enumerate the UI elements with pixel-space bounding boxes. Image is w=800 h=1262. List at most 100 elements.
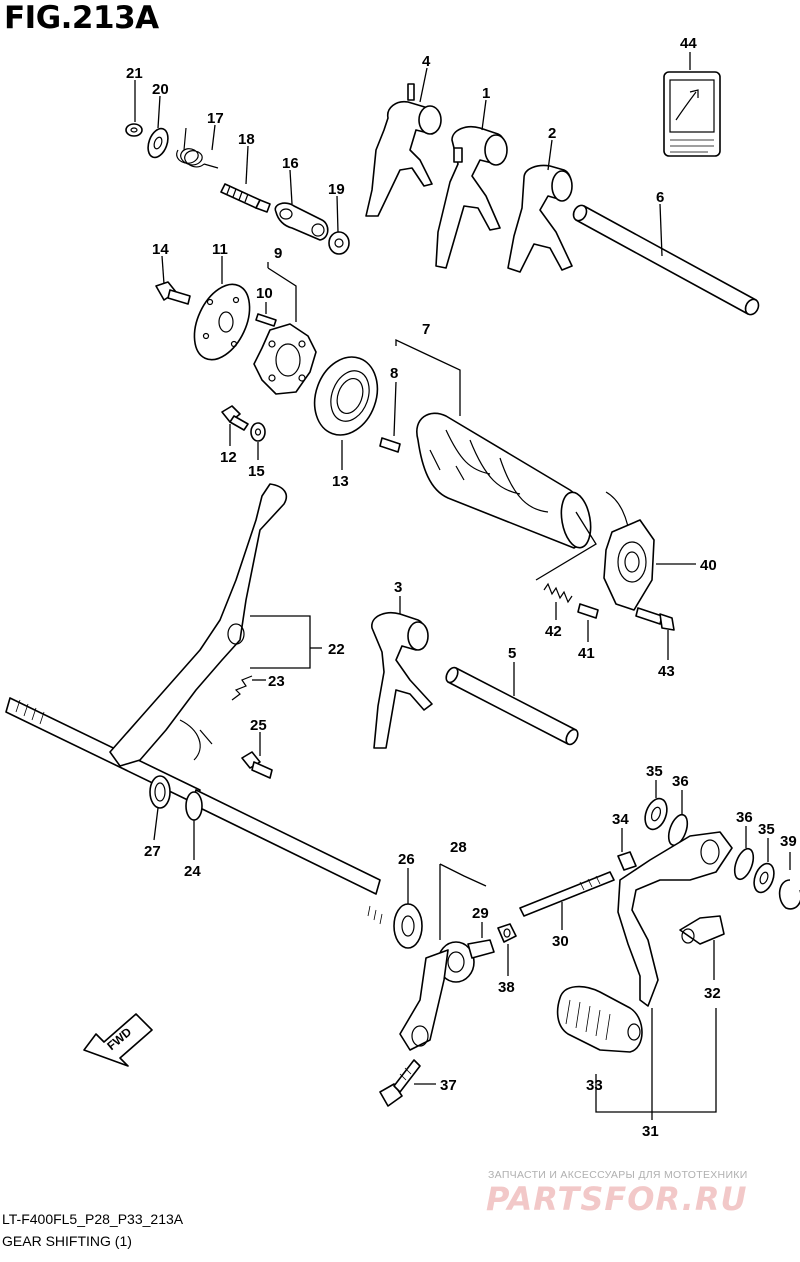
part-30-rod bbox=[519, 871, 615, 917]
callout-36a: 36 bbox=[672, 773, 689, 790]
part-25-bolt bbox=[241, 751, 273, 779]
part-1-shift-fork bbox=[435, 125, 508, 269]
figure-title: FIG.213A bbox=[4, 0, 159, 36]
callout-labels: 21 20 17 18 16 19 4 1 2 6 44 14 11 9 10 … bbox=[126, 35, 797, 1140]
callout-10: 10 bbox=[256, 285, 273, 302]
callout-23: 23 bbox=[268, 673, 285, 690]
part-38-nut bbox=[497, 923, 517, 943]
part-13-bearing bbox=[313, 356, 379, 436]
part-27-spring bbox=[149, 775, 171, 809]
part-29-ball-joint bbox=[467, 939, 495, 959]
part-35b-washer bbox=[753, 862, 775, 894]
callout-1: 1 bbox=[482, 85, 490, 102]
part-11-cam-plate bbox=[193, 283, 251, 361]
callout-16: 16 bbox=[282, 155, 299, 172]
part-18-bolt bbox=[220, 183, 271, 213]
part-9-cam bbox=[253, 323, 317, 395]
callout-13: 13 bbox=[332, 473, 349, 490]
callout-15: 15 bbox=[248, 463, 265, 480]
callout-29: 29 bbox=[472, 905, 489, 922]
part-7-shift-drum bbox=[416, 412, 592, 549]
part-36b-seal bbox=[733, 847, 755, 881]
part-20-washer bbox=[147, 127, 169, 159]
callout-9: 9 bbox=[274, 245, 282, 262]
callout-33: 33 bbox=[586, 1077, 603, 1094]
callout-38: 38 bbox=[498, 979, 515, 996]
part-32-bolt bbox=[679, 915, 725, 945]
callout-37: 37 bbox=[440, 1077, 457, 1094]
callout-24: 24 bbox=[184, 863, 201, 880]
callout-14: 14 bbox=[152, 241, 169, 258]
callout-17: 17 bbox=[207, 110, 224, 127]
part-31-gearshift-lever bbox=[617, 831, 733, 1007]
callout-39: 39 bbox=[780, 833, 797, 850]
callout-34: 34 bbox=[612, 811, 629, 828]
callout-7: 7 bbox=[422, 321, 430, 338]
callout-4: 4 bbox=[422, 53, 431, 70]
callout-25: 25 bbox=[250, 717, 267, 734]
leader-lines bbox=[134, 52, 791, 1120]
part-42-spring bbox=[543, 582, 573, 604]
callout-12: 12 bbox=[220, 449, 237, 466]
part-41-pin bbox=[577, 603, 599, 619]
part-21-nut bbox=[125, 123, 143, 137]
part-8-pin bbox=[379, 437, 401, 453]
callout-40: 40 bbox=[700, 557, 717, 574]
part-39-circlip bbox=[778, 879, 800, 910]
callout-41: 41 bbox=[578, 645, 595, 662]
part-19-washer bbox=[328, 231, 350, 255]
figure-description: GEAR SHIFTING (1) bbox=[2, 1233, 132, 1249]
callout-31: 31 bbox=[642, 1123, 659, 1140]
callout-43: 43 bbox=[658, 663, 675, 680]
callout-19: 19 bbox=[328, 181, 345, 198]
part-26-seal bbox=[367, 903, 423, 949]
part-44-label bbox=[663, 71, 721, 157]
callout-11: 11 bbox=[212, 241, 228, 258]
figure-code: LT-F400FL5_P28_P33_213A bbox=[2, 1211, 184, 1227]
part-40-switch bbox=[603, 491, 655, 611]
callout-35a: 35 bbox=[646, 763, 663, 780]
part-23-spring bbox=[231, 675, 253, 701]
part-16-plate bbox=[274, 202, 329, 241]
callout-18: 18 bbox=[238, 131, 255, 148]
callout-27: 27 bbox=[144, 843, 161, 860]
fwd-arrow: FWD bbox=[83, 1013, 153, 1067]
callout-5: 5 bbox=[508, 645, 516, 662]
part-17-spring bbox=[176, 127, 219, 169]
part-3-shift-fork bbox=[371, 612, 433, 749]
part-36-seal bbox=[667, 813, 689, 847]
part-22-shift-shaft bbox=[5, 483, 381, 895]
watermark-tagline: ЗАПЧАСТИ И АКСЕССУАРЫ ДЛЯ МОТОТЕХНИКИ bbox=[488, 1169, 748, 1181]
callout-3: 3 bbox=[394, 579, 402, 596]
callout-35b: 35 bbox=[758, 821, 775, 838]
part-43-bolt bbox=[635, 607, 675, 631]
callout-30: 30 bbox=[552, 933, 569, 950]
part-34-nut bbox=[617, 851, 637, 871]
part-6-shaft bbox=[572, 204, 760, 316]
callout-36b: 36 bbox=[736, 809, 753, 826]
watermark-logo: PARTSFOR.RU bbox=[486, 1180, 748, 1218]
part-35-washer bbox=[644, 797, 668, 831]
part-28-shift-arm bbox=[399, 941, 475, 1051]
callout-20: 20 bbox=[152, 81, 169, 98]
callout-6: 6 bbox=[656, 189, 664, 206]
part-4-shift-fork bbox=[365, 83, 442, 217]
callout-44: 44 bbox=[680, 35, 697, 52]
part-2-shift-fork bbox=[507, 164, 573, 273]
part-15-washer bbox=[250, 422, 266, 442]
callout-28: 28 bbox=[450, 839, 467, 856]
callout-42: 42 bbox=[545, 623, 562, 640]
callout-21: 21 bbox=[126, 65, 143, 82]
callout-32: 32 bbox=[704, 985, 721, 1002]
part-37-bolt bbox=[379, 1059, 421, 1107]
part-10-pin bbox=[255, 313, 277, 327]
part-24-collar bbox=[185, 791, 203, 821]
part-5-shaft bbox=[445, 666, 579, 746]
part-12-bolt bbox=[221, 405, 249, 431]
callout-2: 2 bbox=[548, 125, 556, 142]
callout-22: 22 bbox=[328, 641, 345, 658]
part-33-rubber bbox=[556, 985, 643, 1053]
callout-26: 26 bbox=[398, 851, 415, 868]
part-14-bolt bbox=[155, 281, 191, 305]
